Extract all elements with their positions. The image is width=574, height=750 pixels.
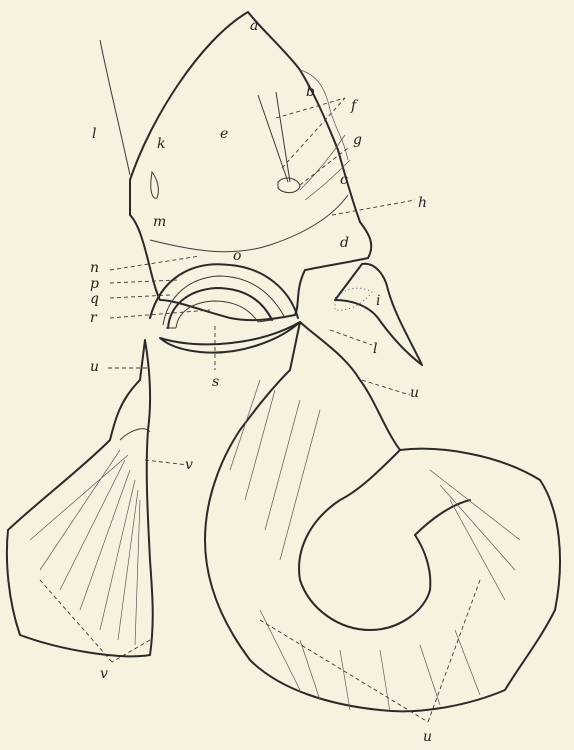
left-blade-inner <box>120 429 150 440</box>
label-i: i <box>376 293 380 309</box>
upper-bone-outline <box>130 12 371 320</box>
label-r: r <box>90 310 98 326</box>
label-a: a <box>250 18 258 34</box>
label-v-lower: v <box>100 666 108 682</box>
label-f: f <box>350 98 359 114</box>
label-g: g <box>353 132 362 148</box>
label-s: s <box>212 374 219 390</box>
base-plate <box>160 322 300 353</box>
label-u-bottom: u <box>423 729 432 745</box>
label-h: h <box>418 195 427 211</box>
right-blade-fins <box>230 380 520 712</box>
foramen <box>278 178 300 193</box>
label-b: b <box>306 84 315 100</box>
small-process <box>151 172 159 198</box>
leader-lines <box>40 98 480 722</box>
label-q: q <box>90 291 99 307</box>
label-l-right: l <box>373 341 377 357</box>
label-o: o <box>233 248 241 264</box>
label-m: m <box>153 214 166 230</box>
spine-lines <box>258 92 290 182</box>
right-lower-bone <box>205 322 560 711</box>
arch-outer <box>150 264 298 318</box>
arch-feet <box>166 320 272 328</box>
label-l-left: l <box>92 126 96 142</box>
label-p: p <box>90 276 99 292</box>
label-d: d <box>340 235 349 251</box>
label-e: e <box>220 126 228 142</box>
label-k: k <box>157 136 165 152</box>
label-u-left: u <box>90 359 99 375</box>
right-inner-notch <box>299 450 470 630</box>
right-spur <box>335 264 422 365</box>
arch-inner <box>168 288 272 328</box>
left-blade-fins <box>30 450 140 645</box>
label-u-mid: u <box>410 385 419 401</box>
label-c: c <box>340 172 348 188</box>
thin-strand-l <box>100 40 130 175</box>
surface-lines <box>300 135 350 200</box>
ridge-line <box>150 195 348 252</box>
label-v-upper: v <box>185 457 193 473</box>
label-n: n <box>90 260 99 276</box>
